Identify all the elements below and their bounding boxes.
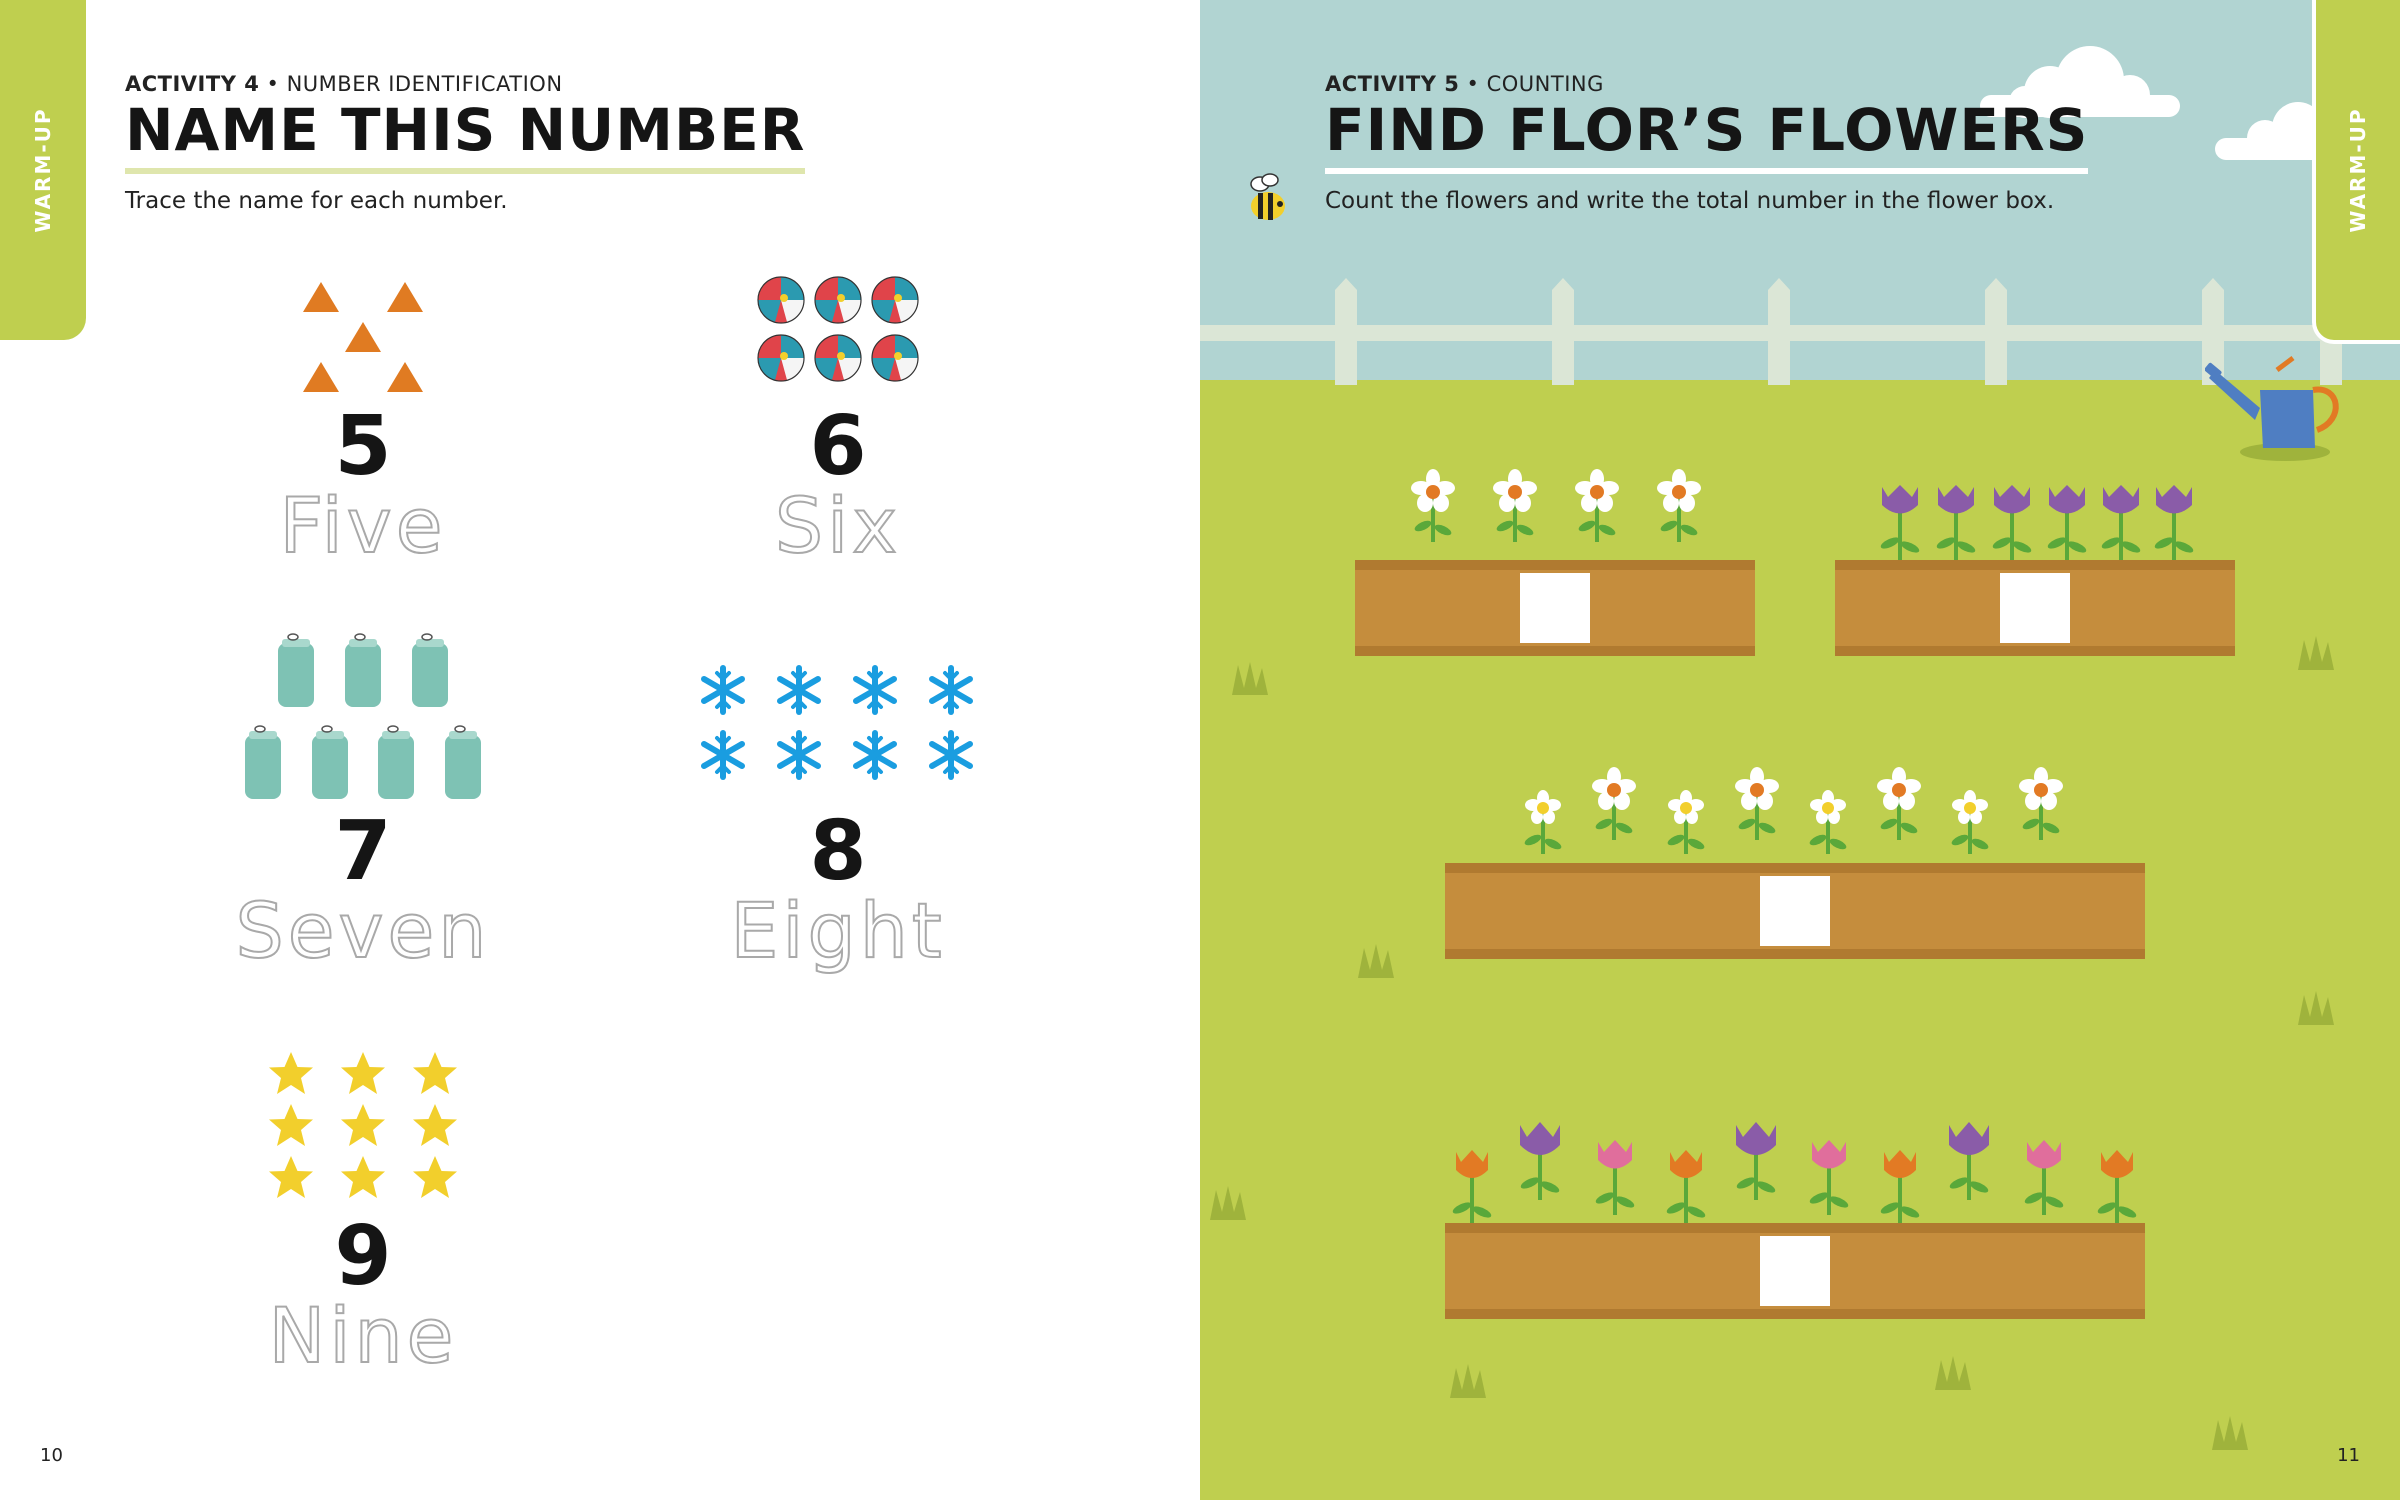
page-number: 10 [40,1445,63,1466]
activity-bullet: • [266,72,280,96]
cloud-icon [1980,46,2180,118]
traceable-word[interactable]: Six [774,481,902,570]
grass-tufts [1210,636,2334,1450]
number-card-8: 8 Eight [658,625,1018,975]
planter-tulips-2 [1445,1122,2145,1319]
number-card-9: 9 Nine [183,1030,543,1380]
number-card-6: 6 Six [658,220,1018,570]
star-icon [269,1052,457,1198]
activity-number: ACTIVITY 4 [125,72,260,96]
traceable-word[interactable]: Seven [235,886,491,975]
tulip-icon [1449,1122,2140,1227]
instruction-text: Count the flowers and write the total nu… [1325,188,2055,214]
planter-boxes [1355,467,2235,1319]
page-title: FIND FLOR’S FLOWERS [1325,96,2089,174]
number-digit: 6 [809,399,867,494]
planter-daisies-1 [1355,467,1755,656]
activity-number: ACTIVITY 5 [1325,72,1460,96]
activity-label: ACTIVITY 5 • COUNTING [1325,72,1604,96]
sky-background [1200,0,2400,380]
number-card-5: 5 Five [183,220,543,570]
watering-can-icon [2205,356,2339,461]
answer-box[interactable] [2000,573,2070,643]
warm-up-tab: WARM-UP [2312,0,2400,344]
answer-box[interactable] [1520,573,1590,643]
answer-box[interactable] [1760,876,1830,946]
traceable-word[interactable]: Eight [729,886,946,975]
number-digit: 9 [334,1209,392,1304]
number-digit: 5 [334,399,392,494]
triangle-icon [303,282,423,392]
warm-up-tab: WARM-UP [0,0,86,340]
tulip-icon [1877,485,2197,562]
snowflake-icon-group [658,625,1018,805]
page-title: NAME THIS NUMBER [125,96,806,174]
warm-up-tab-label: WARM-UP [31,107,55,233]
activity-label: ACTIVITY 4 • NUMBER IDENTIFICATION [125,72,563,96]
planter-tulips-1 [1835,485,2235,656]
answer-box[interactable] [1760,1236,1830,1306]
right-page: WARM-UP ACTIVITY 5 • COUNTING FIND FLOR’… [1200,0,2400,1500]
instruction-text: Trace the name for each number. [125,188,508,214]
beach-ball-icon-group [658,220,1018,400]
activity-topic: NUMBER IDENTIFICATION [286,72,563,96]
soda-can-icon [244,633,482,800]
snowflake-icon [704,668,970,777]
activity-topic: COUNTING [1486,72,1604,96]
triangle-icon-group [183,220,543,400]
activity-bullet: • [1466,72,1480,96]
traceable-word[interactable]: Nine [268,1291,458,1380]
daisy-icon [1521,765,2065,856]
beach-ball-icon [757,276,919,382]
planter-daisies-2 [1445,765,2145,959]
page-number: 11 [2337,1445,2360,1466]
bee-icon [1250,173,1285,220]
traceable-word[interactable]: Five [278,481,447,570]
soda-can-icon-group [183,625,543,805]
number-digit: 7 [334,804,392,899]
star-icon-group [183,1030,543,1210]
number-card-7: 7 Seven [183,625,543,975]
daisy-icon [1409,467,1703,544]
left-page: WARM-UP ACTIVITY 4 • NUMBER IDENTIFICATI… [0,0,1018,1466]
number-digit: 8 [809,804,867,899]
